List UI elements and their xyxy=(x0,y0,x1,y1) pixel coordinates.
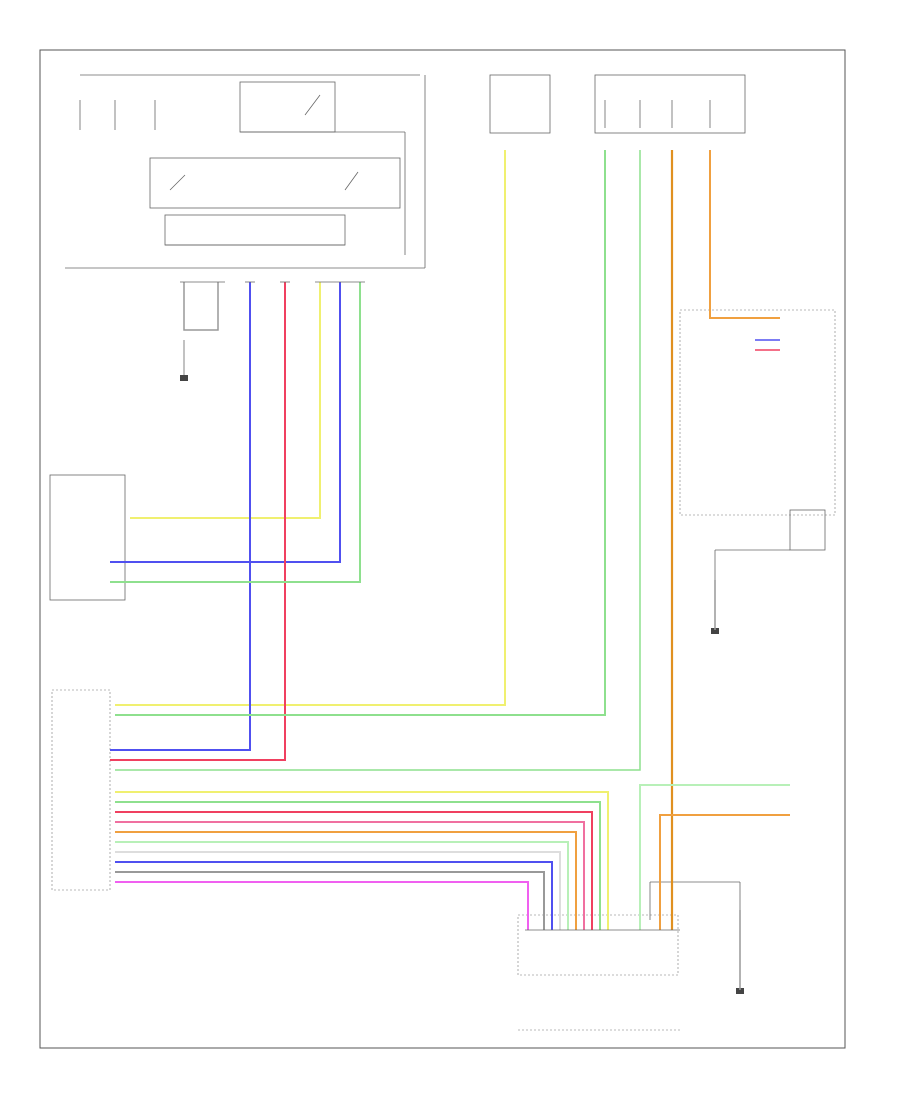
wire-bundle-1 xyxy=(115,791,609,930)
connector-ticks xyxy=(180,281,680,931)
wire-blue-1 xyxy=(110,282,341,563)
wire-bundle-2 xyxy=(115,801,601,930)
wire-yellow-2 xyxy=(115,150,506,706)
ground-symbol-bottom xyxy=(736,988,744,994)
wire-lightgreen-1 xyxy=(639,784,790,930)
lower-connector xyxy=(517,914,679,976)
wire-bundle-6 xyxy=(115,841,569,930)
fuse-block-right xyxy=(489,74,746,134)
bcm-connector-box xyxy=(51,689,111,891)
diagram-frame xyxy=(39,49,846,1049)
wire-bundle-5 xyxy=(115,831,577,930)
wire-bundle-7 xyxy=(115,851,561,930)
switch-box xyxy=(789,509,826,551)
wire-gray-1 xyxy=(183,282,219,331)
wire-bundle-9 xyxy=(115,871,545,930)
wire-bundle-8 xyxy=(115,861,553,930)
ground-symbol-right xyxy=(711,628,719,634)
wire-green-3 xyxy=(115,150,641,771)
left-component-box xyxy=(49,474,126,601)
wire-red-1 xyxy=(110,282,286,761)
wire-orange-2 xyxy=(709,150,780,319)
wire-green-2 xyxy=(115,150,606,716)
wire-green-1 xyxy=(110,282,361,583)
wire-blue-2 xyxy=(110,282,251,751)
relay-block xyxy=(65,74,426,269)
wire-orange-3 xyxy=(659,814,790,930)
right-component-box xyxy=(679,309,836,516)
wire-bundle-10 xyxy=(115,881,529,930)
wire-group xyxy=(110,150,790,990)
wire-bundle-4 xyxy=(115,821,585,930)
wire-yellow-1 xyxy=(130,282,321,519)
ground-symbol-left xyxy=(180,340,188,381)
wire-bundle-3 xyxy=(115,811,593,930)
